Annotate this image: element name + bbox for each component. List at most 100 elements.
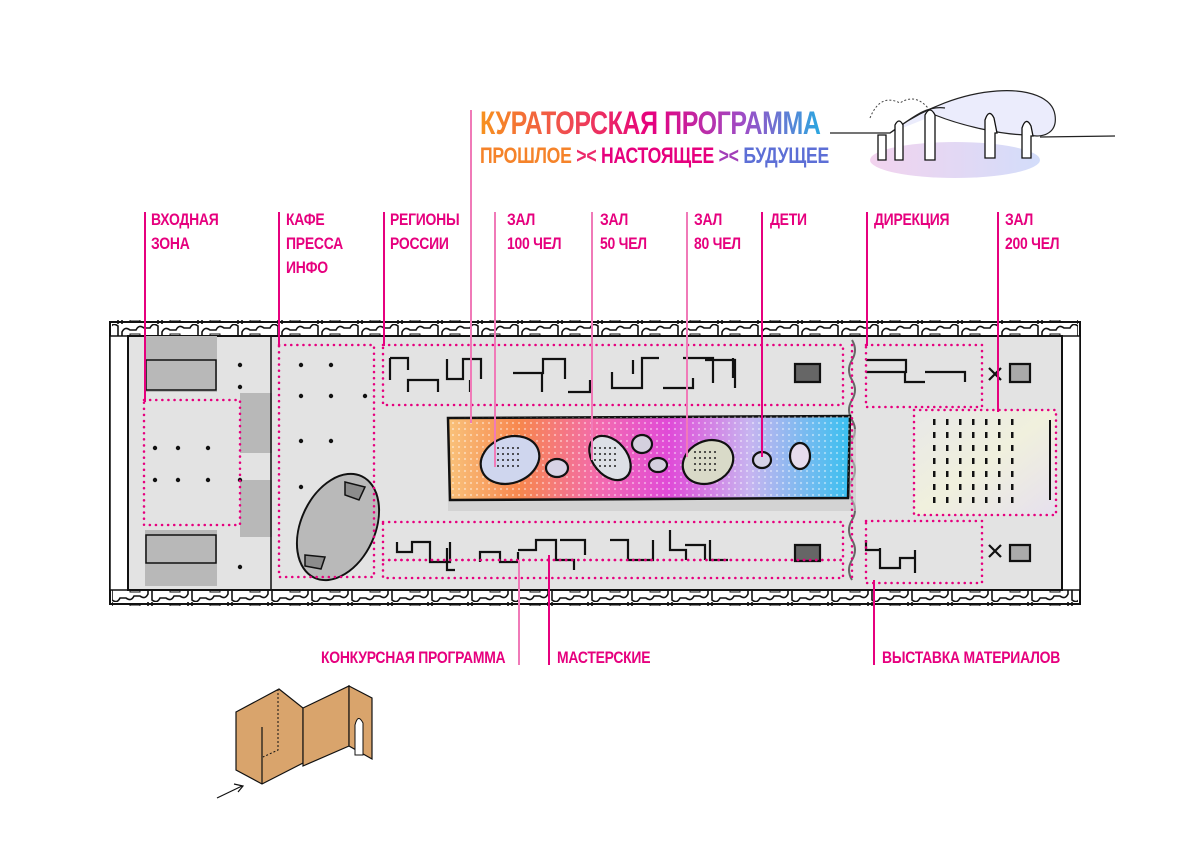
- seat-mark: [714, 451, 716, 453]
- seat-mark: [972, 445, 975, 451]
- seat-mark: [1011, 432, 1014, 438]
- seat-mark: [998, 458, 1001, 464]
- leader-line-hall50: [591, 212, 593, 460]
- exhibition-booth-icon: [235, 685, 373, 785]
- seat-mark: [594, 459, 596, 461]
- seat-mark: [709, 451, 711, 453]
- seat-mark: [614, 447, 616, 449]
- seat-mark: [594, 465, 596, 467]
- program-title: КУРАТОРСКАЯ ПРОГРАММА: [480, 105, 821, 141]
- seat-mark: [704, 469, 706, 471]
- seat-mark: [694, 451, 696, 453]
- seat-mark: [694, 463, 696, 465]
- seat-mark: [1011, 458, 1014, 464]
- seat-mark: [998, 419, 1001, 425]
- seat-mark: [933, 419, 936, 425]
- seat-mark: [933, 458, 936, 464]
- seat-mark: [959, 497, 962, 503]
- label-materials-exhibition: ВЫСТАВКА МАТЕРИАЛОВ: [882, 648, 1061, 667]
- people-under-canopy-icon: [830, 90, 1116, 178]
- seat-mark: [1011, 419, 1014, 425]
- seat-mark: [599, 447, 601, 449]
- seat-mark: [512, 459, 514, 461]
- seat-mark: [946, 484, 949, 490]
- seat-mark: [1011, 445, 1014, 451]
- seat-mark: [507, 465, 509, 467]
- columns: [152, 362, 368, 570]
- leader-line-kids: [761, 212, 763, 457]
- curatorial-program-strip: [446, 414, 856, 511]
- seat-mark: [609, 459, 611, 461]
- seat-mark: [972, 471, 975, 477]
- label-directorate: ДИРЕКЦИЯ: [874, 210, 950, 229]
- seat-mark: [599, 453, 601, 455]
- leader-line-entrance: [144, 212, 146, 402]
- seat-mark: [604, 465, 606, 467]
- leader-line-hall80: [686, 212, 688, 457]
- seat-mark: [609, 447, 611, 449]
- seat-mark: [517, 447, 519, 449]
- seat-mark: [1011, 484, 1014, 490]
- seat-mark: [714, 457, 716, 459]
- seat-mark: [699, 451, 701, 453]
- zone-outlines: [142, 343, 1058, 585]
- seat-mark: [946, 458, 949, 464]
- seat-mark: [497, 465, 499, 467]
- seat-mark: [517, 453, 519, 455]
- seat-mark: [614, 465, 616, 467]
- seat-mark: [614, 453, 616, 455]
- seat-mark: [985, 497, 988, 503]
- seat-mark: [972, 497, 975, 503]
- entrance-zone-blocks: [145, 336, 272, 590]
- seat-mark: [709, 457, 711, 459]
- seat-mark: [985, 419, 988, 425]
- seat-mark: [933, 484, 936, 490]
- seat-mark: [512, 453, 514, 455]
- seat-mark: [946, 419, 949, 425]
- seat-mark: [609, 453, 611, 455]
- seat-mark: [594, 447, 596, 449]
- leader-line-competition: [518, 560, 520, 665]
- seat-mark: [972, 458, 975, 464]
- seat-mark: [709, 463, 711, 465]
- seat-mark: [614, 459, 616, 461]
- seat-mark: [933, 471, 936, 477]
- seat-mark: [604, 453, 606, 455]
- seat-mark: [699, 469, 701, 471]
- seat-mark: [517, 465, 519, 467]
- program-subtitle: ПРОШЛОЕ >< НАСТОЯЩЕЕ >< БУДУЩЕЕ: [480, 144, 829, 168]
- seat-mark: [512, 447, 514, 449]
- seat-mark: [517, 459, 519, 461]
- seat-mark: [959, 419, 962, 425]
- seat-mark: [959, 484, 962, 490]
- seat-mark: [599, 465, 601, 467]
- seat-mark: [694, 457, 696, 459]
- label-workshops: МАСТЕРСКИЕ: [557, 648, 651, 667]
- seat-mark: [985, 471, 988, 477]
- seat-mark: [1011, 497, 1014, 503]
- seat-mark: [998, 432, 1001, 438]
- seat-mark: [512, 465, 514, 467]
- seat-mark: [704, 463, 706, 465]
- seat-mark: [959, 458, 962, 464]
- seat-mark: [998, 471, 1001, 477]
- seat-mark: [497, 459, 499, 461]
- label-competition-program: КОНКУРСНАЯ ПРОГРАММА: [321, 648, 506, 667]
- seat-mark: [714, 463, 716, 465]
- seat-mark: [604, 447, 606, 449]
- seat-mark: [704, 457, 706, 459]
- seat-mark: [933, 432, 936, 438]
- seat-mark: [933, 497, 936, 503]
- seat-mark: [1011, 471, 1014, 477]
- subtitle-past: ПРОШЛОЕ: [480, 143, 572, 168]
- seat-mark: [709, 469, 711, 471]
- seat-mark: [507, 447, 509, 449]
- seat-mark: [959, 432, 962, 438]
- seat-mark: [507, 459, 509, 461]
- seat-mark: [933, 445, 936, 451]
